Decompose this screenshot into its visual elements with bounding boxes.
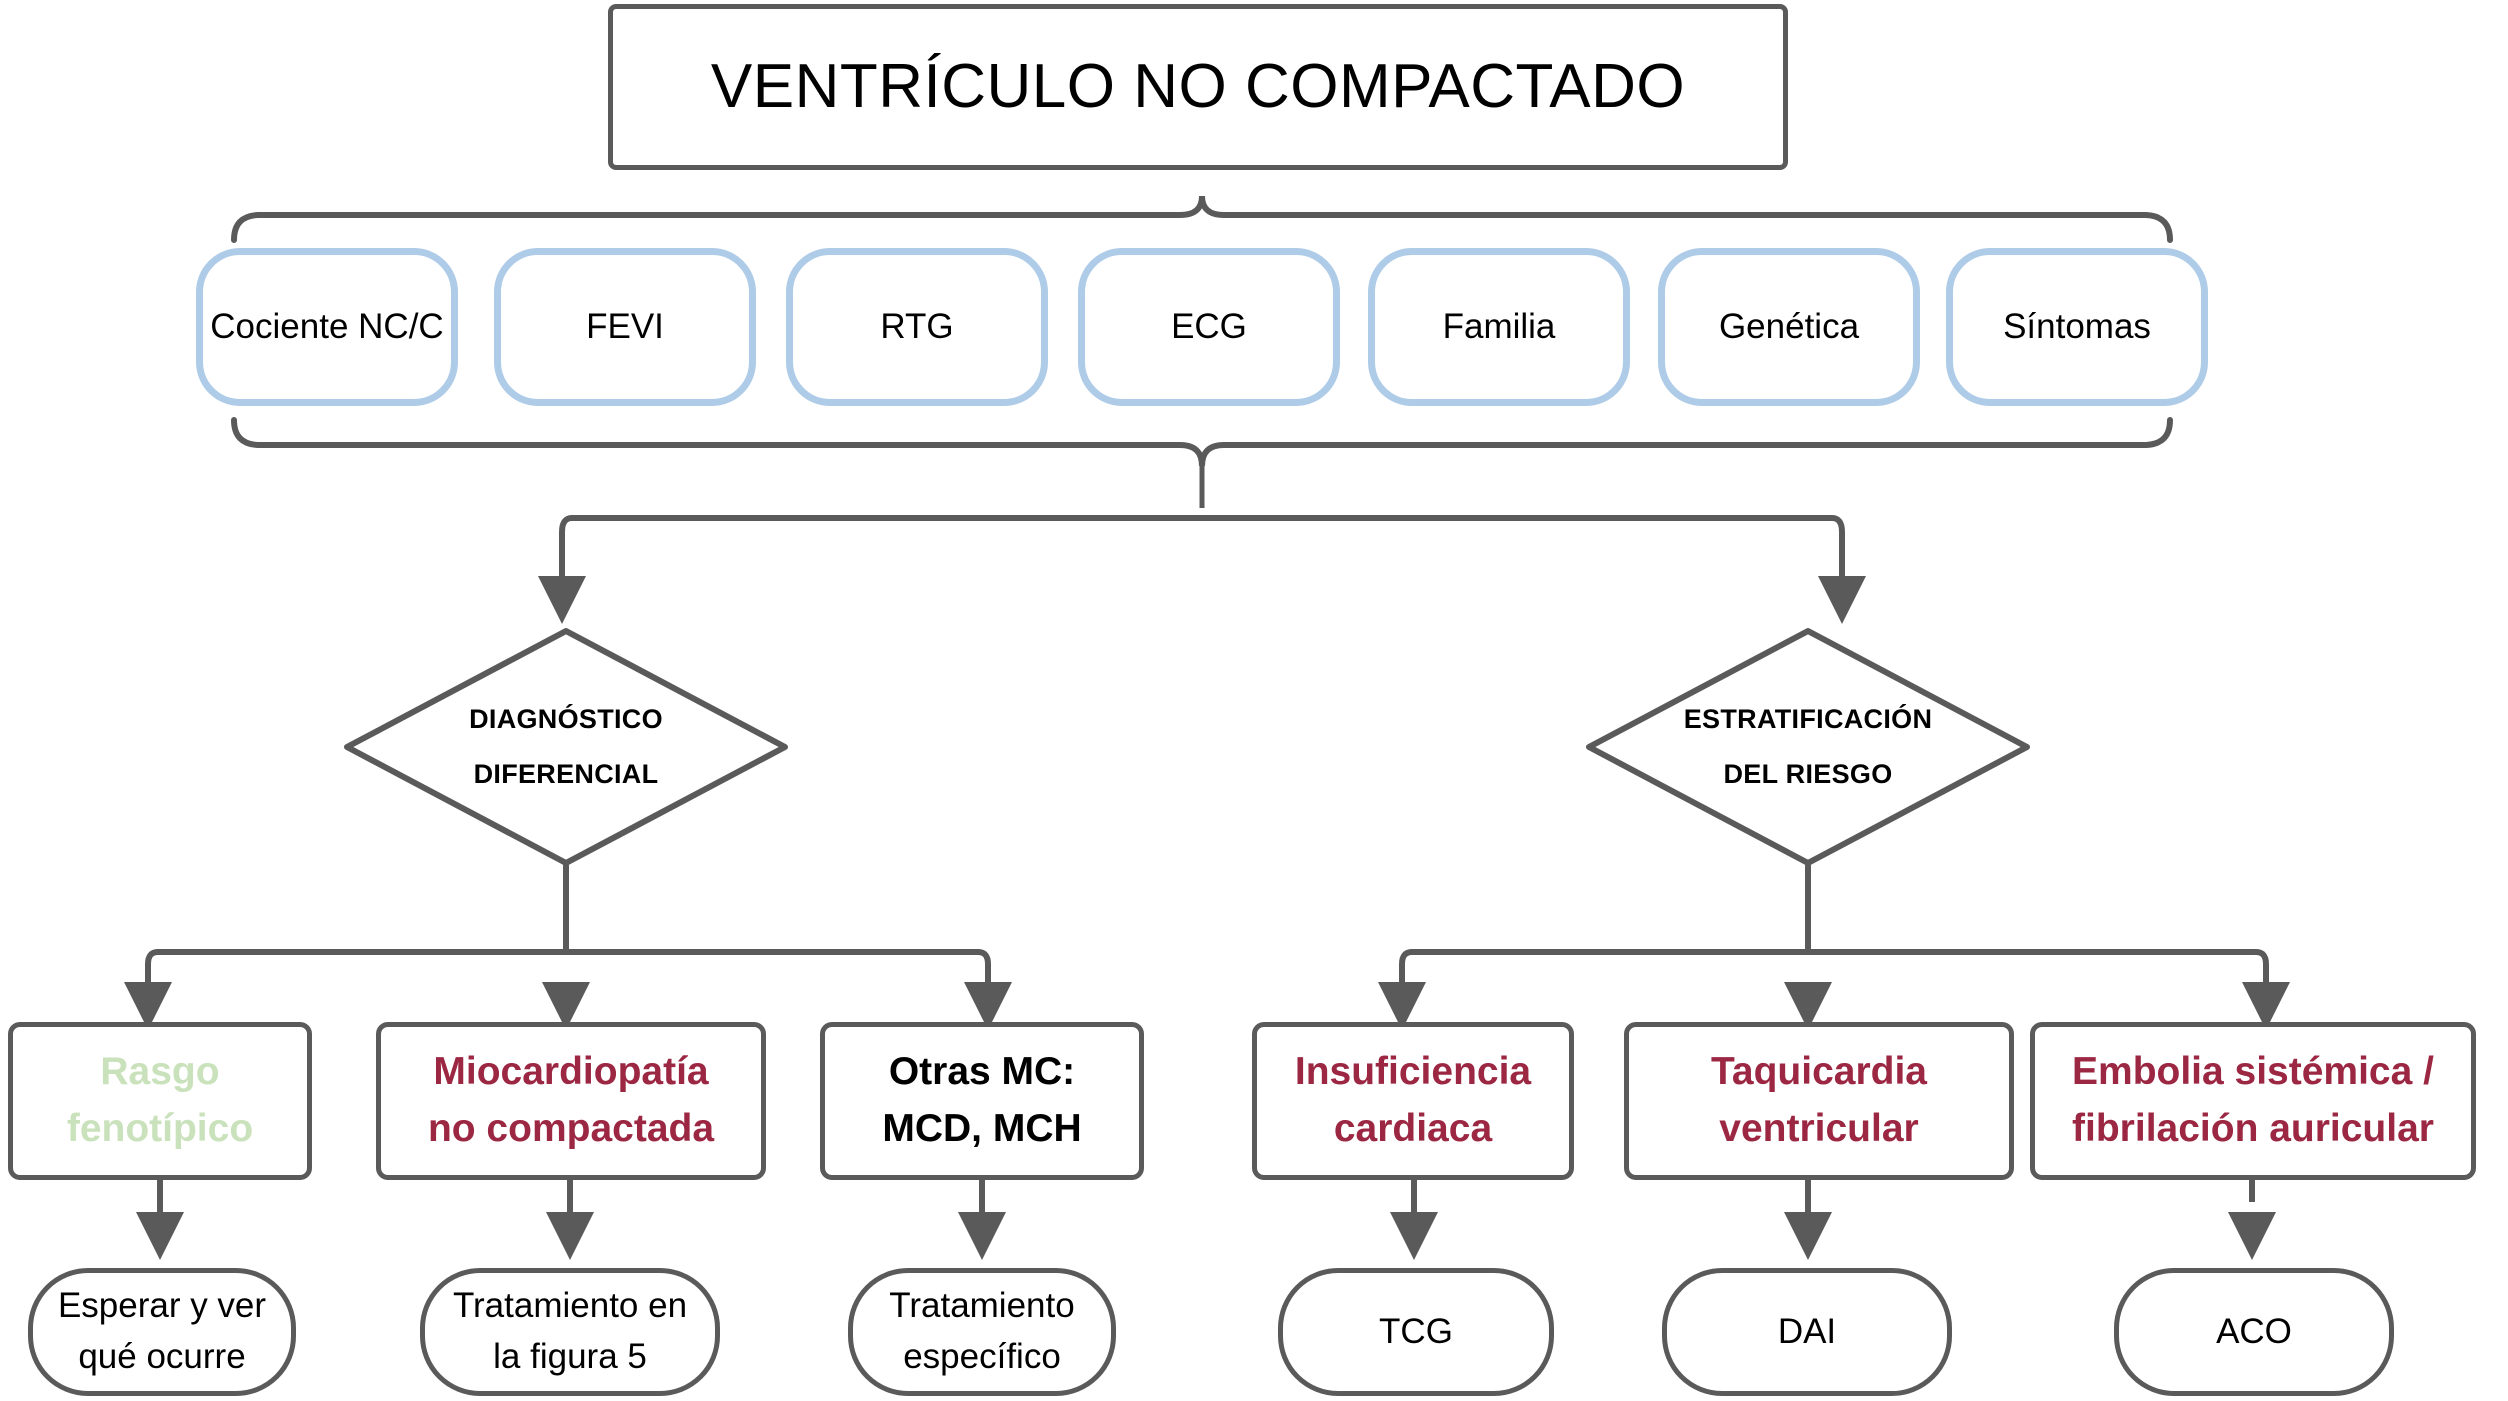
outcome-line-2: MCD, MCH [882, 1107, 1082, 1150]
outcome-line-2: no compactada [427, 1107, 715, 1150]
criteria-label: FEVI [586, 306, 664, 346]
criteria-box-fevi[interactable]: FEVI [494, 248, 756, 406]
decision-diamond-diagnostico[interactable]: DIAGNÓSTICO DIFERENCIAL [342, 626, 790, 868]
outcome-box-embolia-sistemica[interactable]: Embolia sistémica / fibrilación auricula… [2030, 1022, 2476, 1180]
treatment-box-dai[interactable]: DAI [1662, 1268, 1952, 1396]
criteria-box-rtg[interactable]: RTG [786, 248, 1048, 406]
treatment-line-1: Tratamiento en [452, 1286, 688, 1326]
criteria-label: Cociente NC/C [210, 306, 444, 346]
decision-line-2: DEL RIESGO [1723, 759, 1893, 789]
treatment-line-2: qué ocurre [78, 1337, 246, 1376]
treatment-box-tcg[interactable]: TCG [1278, 1268, 1554, 1396]
outcome-box-otras-mc[interactable]: Otras MC: MCD, MCH [820, 1022, 1144, 1180]
decision-line-2: DIFERENCIAL [473, 759, 659, 789]
title-box: VENTRÍCULO NO COMPACTADO [608, 4, 1788, 170]
outcome-line-2: fenotípico [66, 1107, 254, 1150]
treatment-line-1: Tratamiento [889, 1286, 1075, 1326]
treatment-line-2: la figura 5 [493, 1337, 647, 1376]
treatment-line-1: ACO [2216, 1311, 2292, 1351]
criteria-box-ecg[interactable]: ECG [1078, 248, 1340, 406]
criteria-box-sintomas[interactable]: Síntomas [1946, 248, 2208, 406]
outcome-box-taquicardia-ventricular[interactable]: Taquicardia ventricular [1624, 1022, 2014, 1180]
decision-label: DIAGNÓSTICO DIFERENCIAL [342, 626, 790, 868]
treatment-box-tratamiento-especifico[interactable]: Tratamiento específico [848, 1268, 1116, 1396]
treatment-line-1: DAI [1777, 1311, 1837, 1351]
treatment-line-2: específico [903, 1337, 1061, 1376]
outcome-line-1: Rasgo [100, 1050, 220, 1094]
outcome-box-rasgo-fenotipico[interactable]: Rasgo fenotípico [8, 1022, 312, 1180]
criteria-label: RTG [880, 306, 954, 346]
treatment-box-aco[interactable]: ACO [2114, 1268, 2394, 1396]
brace-bottom [231, 417, 2173, 467]
arrows-to-treatments [136, 1180, 2276, 1260]
brace-top [231, 195, 2173, 243]
decision-line-1: ESTRATIFICACIÓN [1683, 703, 1933, 734]
outcome-line-2: ventricular [1719, 1107, 1919, 1150]
criteria-box-cociente[interactable]: Cociente NC/C [196, 248, 458, 406]
decision-line-1: DIAGNÓSTICO [469, 703, 663, 734]
criteria-label: Genética [1718, 306, 1860, 346]
outcome-box-insuficiencia-cardiaca[interactable]: Insuficiencia cardiaca [1252, 1022, 1574, 1180]
treatment-box-esperar-y-ver[interactable]: Esperar y ver qué ocurre [28, 1268, 296, 1396]
treatment-line-1: TCG [1379, 1311, 1453, 1351]
outcome-line-1: Taquicardia [1710, 1050, 1927, 1094]
treatment-box-figura-5[interactable]: Tratamiento en la figura 5 [420, 1268, 720, 1396]
split-right-outcomes [1378, 863, 2290, 1030]
criteria-box-familia[interactable]: Familia [1368, 248, 1630, 406]
outcome-box-miocardiopatia-no-compactada[interactable]: Miocardiopatía no compactada [376, 1022, 766, 1180]
split-left-outcomes [124, 863, 1012, 1030]
criteria-box-genetica[interactable]: Genética [1658, 248, 1920, 406]
title-text: VENTRÍCULO NO COMPACTADO [710, 52, 1686, 122]
outcome-line-1: Miocardiopatía [433, 1050, 709, 1094]
treatment-line-1: Esperar y ver [57, 1286, 267, 1326]
outcome-line-1: Otras MC: [888, 1050, 1076, 1094]
outcome-line-2: fibrilación auricular [2072, 1107, 2434, 1150]
split-to-decisions [538, 515, 1866, 624]
criteria-label: ECG [1171, 306, 1247, 346]
decision-diamond-estratificacion[interactable]: ESTRATIFICACIÓN DEL RIESGO [1584, 626, 2032, 868]
outcome-line-1: Embolia sistémica / [2072, 1050, 2434, 1094]
decision-label: ESTRATIFICACIÓN DEL RIESGO [1584, 626, 2032, 868]
outcome-line-1: Insuficiencia [1294, 1050, 1532, 1094]
outcome-line-2: cardiaca [1333, 1107, 1493, 1150]
criteria-label: Familia [1442, 306, 1556, 346]
criteria-label: Síntomas [2003, 306, 2151, 346]
